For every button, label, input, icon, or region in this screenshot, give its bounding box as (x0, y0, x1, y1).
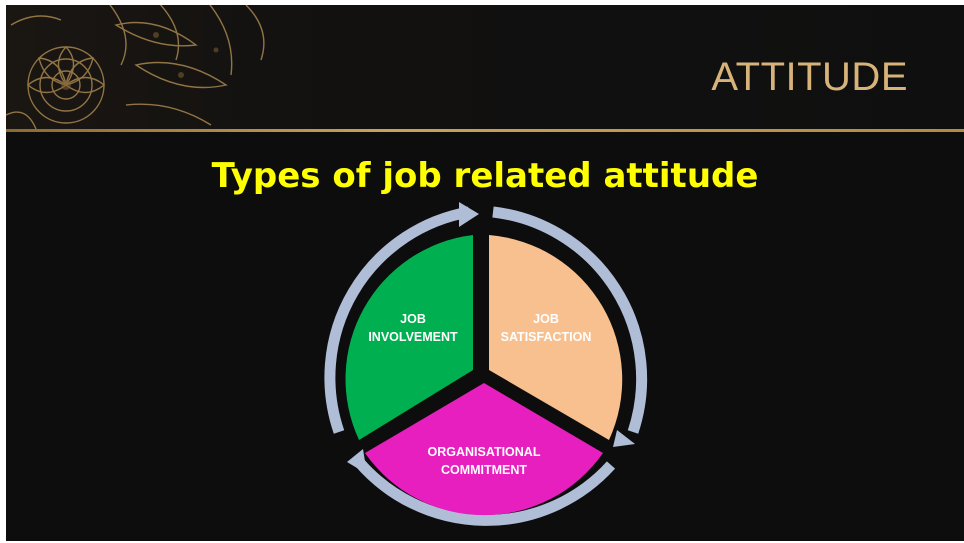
cycle-arrowhead (613, 430, 635, 447)
segment-label-commitment: COMMITMENT (441, 463, 527, 477)
segment-label-satisfaction: SATISFACTION (501, 330, 592, 344)
cycle-arrow-ring (492, 206, 648, 434)
cycle-arrow-ring (324, 206, 470, 434)
segment-label-involvement: INVOLVEMENT (368, 330, 458, 344)
segment-label-job: JOB (400, 312, 426, 326)
segment-job-satisfaction (489, 235, 623, 440)
segment-organisational-commitment (365, 383, 603, 516)
cycle-arrowhead (459, 202, 479, 227)
cycle-arrow-ring (354, 458, 616, 526)
segment-label-organisational: ORGANISATIONAL (428, 445, 541, 459)
slide: ATTITUDE Types of job related attitude J… (6, 5, 964, 541)
mandala-ornament-icon (6, 5, 265, 129)
attitude-cycle-diagram: JOB SATISFACTION ORGANISATIONAL COMMITME… (324, 202, 648, 526)
slide-title: ATTITUDE (711, 55, 908, 99)
segment-job-involvement (345, 235, 473, 440)
slide-subtitle: Types of job related attitude (211, 156, 759, 196)
gold-divider (6, 129, 964, 132)
segment-label-job: JOB (533, 312, 559, 326)
cycle-arrowhead (347, 449, 367, 474)
header-band (6, 5, 964, 129)
